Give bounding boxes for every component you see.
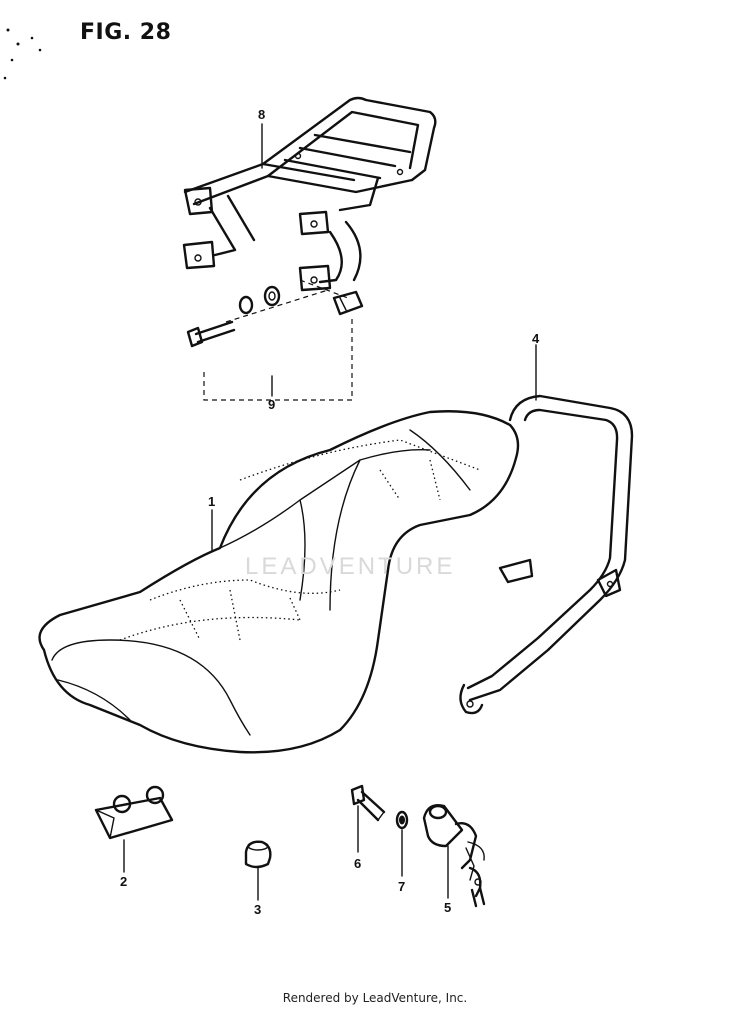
washer-drawing (395, 810, 409, 830)
callout-9: 9 (268, 397, 276, 412)
footer-credit: Rendered by LeadVenture, Inc. (282, 991, 468, 1005)
leader-lines (123, 123, 537, 901)
callout-3: 3 (254, 902, 262, 917)
callout-2: 2 (120, 874, 128, 889)
callout-1: 1 (208, 494, 216, 509)
bolt-drawing (350, 784, 386, 822)
callout-4: 4 (532, 331, 540, 346)
callout-5: 5 (444, 900, 452, 915)
scan-specks (3, 28, 42, 80)
watermark-text: LEADVENTURE (245, 553, 456, 580)
carrier-rack-drawing (182, 96, 437, 292)
grab-rail-drawing (459, 394, 634, 715)
bumper-drawing (94, 785, 174, 840)
cushion-drawing (244, 840, 272, 869)
callout-7: 7 (398, 879, 406, 894)
callout-6: 6 (354, 856, 362, 871)
figure-title: FIG. 28 (80, 20, 172, 45)
mounting-set-drawing (186, 279, 364, 401)
callout-8: 8 (258, 107, 266, 122)
seat-lock-drawing (422, 804, 486, 908)
seat-drawing (38, 410, 534, 754)
